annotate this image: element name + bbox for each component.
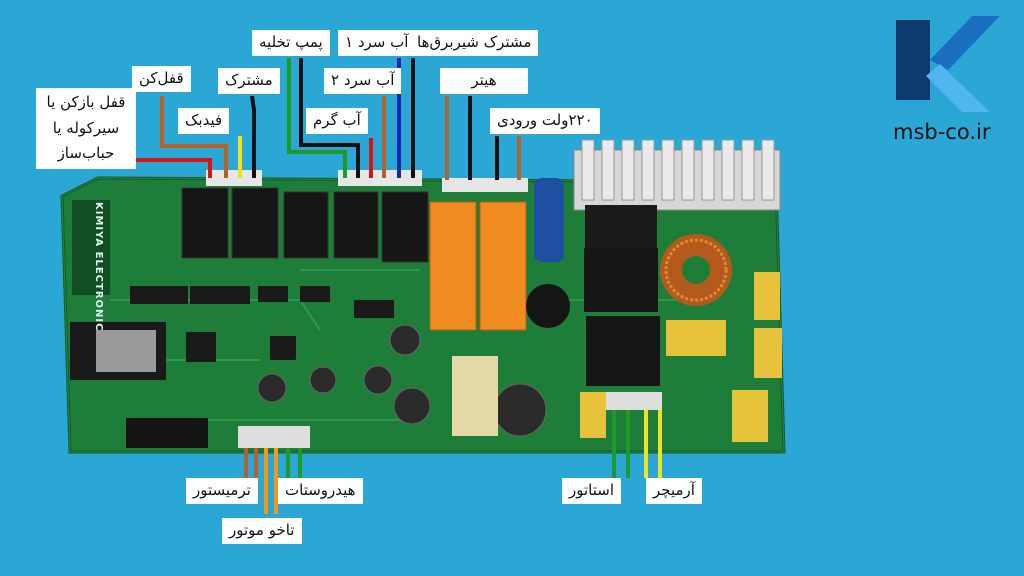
yellow-capacitors [580,272,782,442]
label-door-lock-line1: قفل بازکن یا [46,93,126,111]
label-thermistor: ترمیستور [186,478,258,504]
label-door-lock: قفل بازکن یا سیرکوله یا حباب‌ساز [36,88,136,169]
label-hot-water: آب گرم [306,108,368,134]
ic-chips [130,286,394,362]
x-capacitor [534,178,564,262]
wires [126,58,662,514]
buzzer [526,284,570,328]
black-relays [181,187,429,263]
silk-brand-block [72,200,110,295]
toroid-coil [660,234,732,306]
label-drain-pump: پمپ تخلیه [252,30,330,56]
label-softener-common: مشترک شیربرق‌ها [410,30,539,56]
k-logo-icon [896,16,1000,112]
label-tacho-motor: تاخو موتور [222,518,302,544]
label-hydrostat: هیدروستات [278,478,363,504]
label-feedback: فیدبک [178,108,230,134]
electrolytic-capacitors [257,324,547,437]
label-cold-water-1: آب سرد ۱ [338,30,416,56]
label-door-lock-line3: حباب‌ساز [57,144,115,162]
label-common: مشترک [218,68,280,94]
silk-brand-text: KIMIYA ELECTRONIC [93,202,104,332]
site-domain[interactable]: msb-co.ir [893,120,991,144]
label-cold-water-2: آب سرد ۲ [324,68,402,94]
orange-relays [429,201,527,331]
label-lock: قفل‌کن [132,66,191,92]
power-relays [584,248,660,386]
motor-connector [606,392,662,410]
transformer [452,356,498,436]
heatsink [573,139,781,257]
programming-header [126,418,208,448]
sensor-connector [238,426,310,448]
label-stator: استاتور [562,478,621,504]
wifi-module [70,322,166,380]
label-input-220v: ۲۲۰ولت ورودی [490,108,600,134]
label-door-lock-line2: سیرکوله یا [52,118,120,137]
label-heater: هیتر [440,68,528,94]
label-armature: آرمیچر [646,478,702,504]
